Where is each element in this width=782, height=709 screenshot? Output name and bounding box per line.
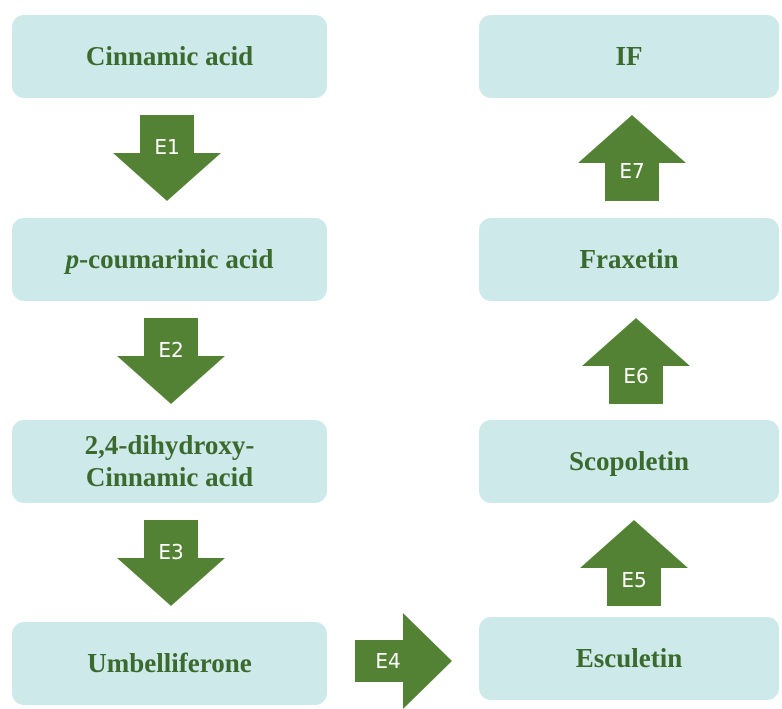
- arrow-up-e5-shape: [580, 520, 688, 606]
- node-fraxetin: Fraxetin: [479, 218, 779, 301]
- arrow-down-e2-shape: [117, 318, 225, 404]
- arrow-e3-label: E3: [158, 540, 184, 564]
- node-if: IF: [479, 15, 779, 98]
- arrow-down-e1: E1: [113, 115, 221, 201]
- arrow-right-e4-shape: [355, 613, 452, 709]
- node-cinnamic-acid: Cinnamic acid: [12, 15, 327, 98]
- arrow-down-e2: E2: [117, 318, 225, 404]
- node-p-coumarinic-acid: p-coumarinic acid: [12, 218, 327, 301]
- arrow-up-e5: E5: [580, 520, 688, 606]
- arrow-up-e6-shape: [582, 318, 690, 404]
- node-scopoletin: Scopoletin: [479, 420, 779, 503]
- node-esculetin: Esculetin: [479, 617, 779, 700]
- p-prefix: p: [65, 243, 80, 274]
- arrow-down-e3-shape: [117, 520, 225, 606]
- arrow-e4-label: E4: [375, 649, 401, 673]
- arrow-e7-label: E7: [619, 159, 645, 183]
- node-fraxetin-label: Fraxetin: [579, 243, 679, 274]
- arrow-up-e7-shape: [578, 115, 686, 201]
- node-cinnamic-acid-label: Cinnamic acid: [85, 40, 254, 71]
- arrow-up-e7: E7: [578, 115, 686, 201]
- node-umbelliferone: Umbelliferone: [12, 622, 327, 705]
- arrow-down-e1-shape: [113, 115, 221, 201]
- node-if-label: IF: [615, 40, 643, 71]
- arrow-e6-label: E6: [623, 364, 649, 388]
- node-p-coumarinic-acid-label: p-coumarinic acid: [66, 244, 274, 275]
- node-esculetin-label: Esculetin: [575, 642, 683, 673]
- arrow-e1-label: E1: [154, 135, 180, 159]
- arrow-e5-label: E5: [621, 568, 647, 592]
- node-dihydroxy-cinnamic-acid: 2,4-dihydroxy- Cinnamic acid: [12, 420, 327, 503]
- node-scopoletin-label: Scopoletin: [568, 445, 689, 476]
- arrow-right-e4: E4: [355, 613, 452, 709]
- node-dihydroxy-line1: 2,4-dihydroxy-: [84, 430, 255, 461]
- node-dihydroxy-line2: Cinnamic acid: [85, 461, 254, 492]
- arrow-down-e3: E3: [117, 520, 225, 606]
- arrow-e2-label: E2: [158, 338, 184, 362]
- p-coumarinic-rest: -coumarinic acid: [79, 243, 274, 274]
- node-umbelliferone-label: Umbelliferone: [87, 647, 252, 678]
- arrow-up-e6: E6: [582, 318, 690, 404]
